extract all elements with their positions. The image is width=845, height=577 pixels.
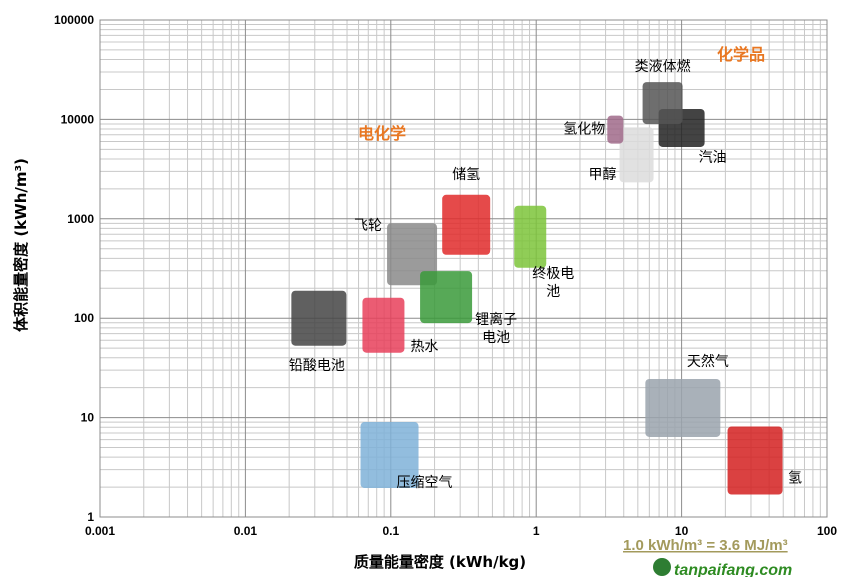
watermark: tanpaifang.com — [653, 558, 792, 577]
data-point-5 — [420, 271, 473, 324]
data-point-8: 天然气 — [645, 353, 729, 437]
point-image — [442, 194, 491, 255]
point-label: 压缩空气 — [397, 475, 453, 491]
y-tick-label: 1 — [87, 510, 94, 524]
point-label: 飞轮 — [354, 218, 382, 234]
y-tick-label: 1000 — [67, 212, 94, 226]
point-label: 汽油 — [699, 150, 727, 166]
point-label: 氢化物 — [563, 122, 605, 138]
point-label: 锂离子电池 — [475, 312, 518, 347]
point-image — [514, 205, 547, 268]
y-tick-label: 10000 — [61, 112, 95, 126]
x-axis-label: 质量能量密度 (kWh/kg) — [354, 553, 526, 571]
data-point-13: 类液体燃 — [635, 58, 691, 125]
data-point-6 — [514, 205, 547, 268]
x-tick-label: 100 — [817, 524, 837, 538]
point-image — [420, 271, 473, 324]
watermark-text: tanpaifang.com — [674, 562, 792, 577]
point-image — [727, 426, 783, 495]
data-point-3: 飞轮 — [354, 218, 438, 286]
data-point-1: 铅酸电池 — [289, 290, 347, 374]
point-image — [645, 378, 721, 437]
point-label: 铅酸电池 — [289, 358, 345, 374]
y-tick-label: 10 — [81, 411, 95, 425]
point-image — [607, 115, 624, 144]
point-label: 甲醇 — [589, 166, 617, 183]
point-label: 储氢 — [452, 167, 480, 183]
x-tick-label: 10 — [675, 524, 689, 538]
data-point-9: 氢 — [727, 426, 802, 495]
point-image — [642, 82, 683, 125]
y-tick-label: 100000 — [54, 13, 94, 27]
point-label: 类液体燃 — [635, 58, 691, 75]
x-tick-label: 0.01 — [234, 524, 258, 538]
y-tick-label: 100 — [74, 311, 94, 325]
data-point-11: 氢化物 — [563, 115, 624, 144]
region-label-electrochemical: 电化学 — [358, 124, 406, 143]
data-point-7: 压缩空气 — [360, 422, 453, 491]
point-label: 天然气 — [687, 353, 729, 370]
point-image — [619, 127, 654, 183]
point-image — [291, 290, 347, 346]
x-tick-label: 1 — [533, 524, 540, 538]
point-label: 热水 — [410, 339, 438, 355]
point-image — [362, 297, 405, 353]
y-axis-label: 体积能量密度 (kWh/m³) — [12, 158, 30, 332]
grid: 0.001 0.01 0.1 1 10 100 1 10 100 1000 10000 100000 — [54, 13, 837, 538]
unit-annotation: 1.0 kWh/m³ = 3.6 MJ/m³ — [623, 537, 788, 554]
point-image — [360, 422, 419, 489]
x-tick-label: 0.1 — [382, 524, 399, 538]
data-point-4: 储氢 — [442, 167, 491, 255]
watermark-logo-icon — [653, 558, 671, 576]
region-label-chemicals: 化学品 — [717, 45, 765, 64]
point-label: 终极电池 — [532, 265, 575, 300]
data-point-2: 热水 — [362, 297, 438, 355]
point-label: 氢 — [788, 471, 802, 487]
data-point-10: 甲醇 — [589, 127, 654, 183]
plot-frame — [99, 19, 828, 518]
point-image — [387, 223, 438, 286]
x-tick-label: 0.001 — [85, 524, 115, 538]
